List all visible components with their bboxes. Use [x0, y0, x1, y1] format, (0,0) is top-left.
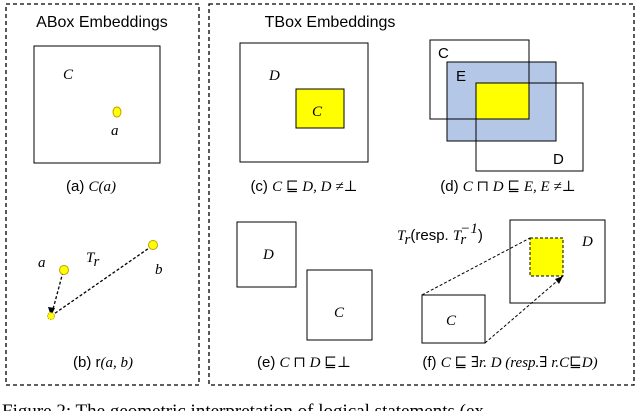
box-c-f [421, 294, 486, 344]
caption-e: (e) C ⊓ D ⊑⊥ [257, 354, 351, 371]
label-d-f: D [581, 234, 593, 250]
label-c-c: C [312, 104, 323, 120]
point-a [112, 106, 122, 118]
label-a-b: a [38, 255, 46, 271]
intersection-d [475, 82, 530, 120]
caption-a: (a) C(a) [66, 178, 116, 195]
label-c-e: C [334, 305, 345, 321]
box-d-e [236, 221, 297, 288]
relation-label: Tr [86, 250, 100, 270]
box-label-c-a: C [63, 67, 74, 83]
caption-c: (c) C ⊑ D, D ≠⊥ [250, 178, 357, 195]
box-c-c [295, 88, 345, 129]
caption-d: (d) C ⊓ D ⊑ E, E ≠⊥ [440, 178, 576, 195]
relation-label-f: Tr(resp. Tr−1) [397, 221, 483, 248]
translated-point [47, 312, 55, 320]
figure-caption: Figure 2: The geometric interpretation o… [2, 401, 484, 411]
tbox-panel [208, 3, 635, 386]
caption-f: (f) C ⊑ ∃r. D (resp.∃ r.C⊑D) [422, 354, 597, 371]
relation-line-a [51, 271, 64, 314]
label-c-f: C [446, 313, 457, 329]
concept-box-c-a [33, 45, 161, 164]
label-e-d: E [456, 68, 466, 85]
label-d-c: D [268, 68, 280, 84]
relation-line-b [50, 245, 153, 317]
label-d-d: D [553, 151, 564, 168]
point-b-b [148, 240, 158, 250]
tbox-title: TBox Embeddings [265, 14, 396, 31]
projection-top [421, 237, 531, 296]
box-c-e [306, 269, 373, 341]
projection-bottom [484, 275, 564, 344]
label-c-d: C [438, 45, 449, 62]
box-d-f [509, 219, 606, 304]
arrow-head [48, 307, 55, 316]
projection-arrow [555, 276, 563, 284]
label-d-e: D [262, 247, 274, 263]
caption-b: (b) r(a, b) [73, 354, 133, 371]
abox-title: ABox Embeddings [36, 14, 168, 31]
box-exists-r-d [529, 237, 564, 277]
point-a-b [59, 265, 69, 275]
label-b-b: b [155, 262, 163, 278]
point-a-label: a [111, 123, 119, 139]
